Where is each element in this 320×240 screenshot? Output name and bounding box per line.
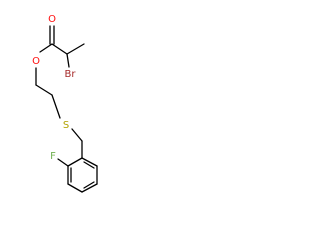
atom-oxygen-carbonyl: O [48,14,56,25]
bond-ch2-s [51,94,61,119]
atom-oxygen-ester: O [32,56,40,67]
bond-ring-inner-3 [83,161,95,169]
atom-bromine: Br [65,69,77,80]
bonds [35,25,98,193]
bond-s-ch2 [71,128,83,142]
atom-sulfur: S [63,120,69,131]
bond-ring-4 [81,183,98,193]
bond-ring-6 [81,157,98,167]
bond-carbonyl-ester-o [39,43,53,53]
bond-ring-3 [67,183,83,193]
bond-ring-1 [67,157,83,167]
bond-carbonyl-alpha [51,43,68,55]
bond-alpha-br [66,53,70,68]
atom-fluorine: F [50,151,56,162]
bond-alpha-methyl [66,43,85,55]
bond-ring-f [57,158,69,167]
bond-ch2-ch2 [35,84,53,96]
molecule-structure: O O Br S F [32,14,98,193]
bond-ring-inner-2 [83,181,95,189]
